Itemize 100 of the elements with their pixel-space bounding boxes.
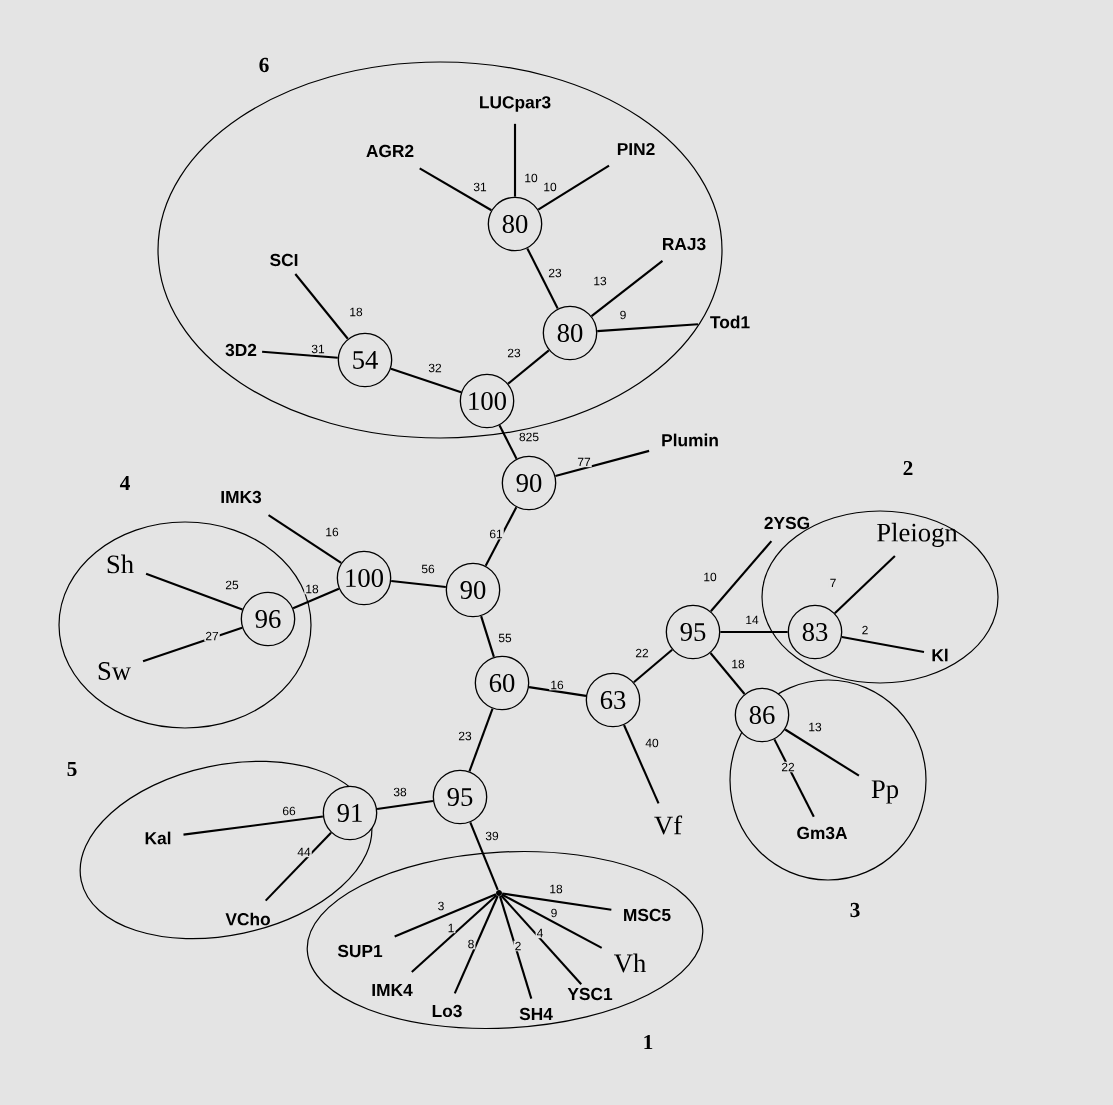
branch-line (484, 506, 518, 567)
branch-length: 18 (306, 584, 319, 594)
branch-length: 38 (393, 787, 407, 797)
branch-line (500, 894, 583, 985)
taxon-label: Vf (654, 815, 683, 835)
branch-line (480, 615, 495, 658)
taxon-label: IMK3 (221, 490, 262, 504)
group-ellipse (761, 460, 999, 684)
branch-length: 61 (489, 529, 503, 539)
branch-length: 16 (326, 527, 339, 537)
branch-length: 2 (515, 941, 521, 951)
taxon-label: Kal (145, 831, 171, 845)
branch-length: 7 (830, 578, 836, 588)
taxon-label: Pleiogn (877, 522, 958, 548)
taxon-label: Pp (871, 780, 899, 804)
branch-line (784, 728, 860, 777)
branch-length: 18 (550, 884, 563, 894)
branch-line (498, 895, 533, 999)
taxon-label: 2YSG (764, 516, 810, 530)
taxon-label: SCI (270, 253, 298, 267)
branch-length: 10 (525, 173, 538, 183)
junction-point (496, 890, 502, 896)
branch-length: 825 (519, 432, 539, 442)
branch-length: 56 (421, 564, 435, 574)
branch-line (720, 630, 788, 634)
taxon-label: Lo3 (432, 1004, 462, 1018)
branch-line (145, 572, 243, 611)
branch-length: 9 (620, 310, 626, 320)
branch-line (502, 892, 612, 911)
taxon-label: AGR2 (366, 144, 414, 158)
taxon-label: YSC1 (567, 987, 613, 1001)
group-number: 1 (644, 1034, 653, 1050)
branch-length: 31 (473, 182, 487, 192)
branch-line (262, 350, 338, 359)
branch-line (468, 708, 494, 772)
branch-line (142, 626, 243, 663)
taxon-label: Gm3A (797, 826, 848, 840)
branch-line (709, 652, 746, 695)
taxon-label: Plumin (662, 433, 718, 447)
branch-line (537, 164, 610, 211)
branch-length: 25 (225, 580, 239, 590)
branch-length: 32 (428, 363, 442, 373)
taxon-label: Sh (107, 554, 134, 574)
branch-line (391, 579, 446, 589)
branch-line (294, 273, 349, 340)
branch-line (526, 247, 559, 310)
branch-length: 44 (297, 847, 311, 857)
branch-line (623, 724, 660, 804)
branch-line (841, 635, 925, 654)
branch-length: 16 (551, 680, 564, 690)
branch-length: 14 (746, 615, 759, 625)
group-number: 3 (850, 902, 860, 918)
branch-length: 18 (732, 659, 745, 669)
branch-line (597, 323, 699, 333)
branch-length: 2 (862, 625, 868, 635)
taxon-label: VCho (225, 912, 270, 926)
branch-line (773, 738, 815, 818)
group-ellipse (67, 760, 373, 940)
taxon-label: PIN2 (617, 142, 655, 156)
branch-line (453, 895, 499, 994)
branch-line (469, 821, 499, 891)
branch-length: 13 (594, 276, 607, 286)
branch-length: 23 (548, 268, 562, 278)
branch-length: 13 (809, 722, 822, 732)
branch-line (507, 349, 550, 385)
taxon-label: SH4 (519, 1007, 553, 1021)
taxon-label: Kl (932, 648, 948, 662)
branch-length: 77 (577, 457, 591, 467)
branch-line (183, 815, 324, 836)
taxon-label: LUCpar3 (480, 96, 551, 112)
branch-line (528, 686, 587, 697)
branch-length: 66 (282, 806, 296, 816)
group-number: 2 (903, 460, 913, 476)
branch-line (498, 424, 518, 460)
taxon-label: SUP1 (337, 944, 383, 958)
branch-length: 1 (448, 923, 454, 933)
branch-length: 10 (544, 182, 557, 192)
branch-length: 31 (311, 344, 325, 354)
taxon-label: RAJ3 (663, 237, 706, 251)
branch-length: 23 (507, 348, 521, 358)
branch-line (633, 648, 673, 684)
branch-length: 9 (551, 908, 557, 918)
branch-length: 22 (635, 648, 649, 658)
branch-length: 39 (485, 831, 499, 841)
branch-line (264, 831, 332, 902)
taxon-label: 3D2 (225, 343, 257, 357)
branch-line (710, 540, 773, 612)
branch-line (267, 514, 342, 564)
branch-length: 8 (468, 939, 474, 949)
taxon-label: Sw (98, 662, 131, 680)
group-number: 6 (259, 57, 269, 73)
branch-length: 18 (350, 307, 363, 317)
branch-line (501, 893, 603, 949)
branch-length: 4 (536, 928, 543, 938)
taxon-label: Tod1 (710, 315, 750, 329)
branch-length: 55 (498, 633, 512, 643)
branch-line (411, 894, 498, 973)
group-number: 5 (67, 761, 77, 777)
branch-length: 27 (205, 631, 219, 641)
branch-line (834, 555, 896, 614)
